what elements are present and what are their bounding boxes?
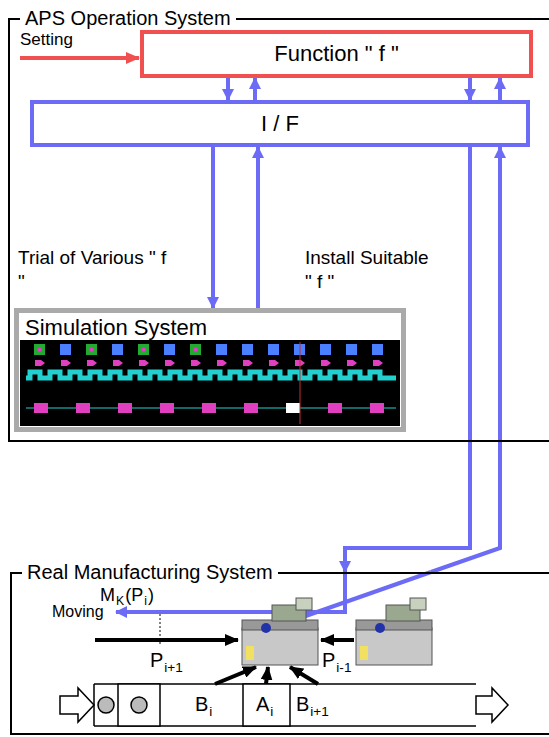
sim-marker: [373, 360, 383, 366]
sim-part: [160, 403, 174, 413]
subscript: i: [144, 594, 147, 608]
sim-marker: [113, 360, 123, 366]
setting-arrow: [20, 56, 139, 60]
sim-square: [138, 344, 149, 355]
force-arrow: [290, 667, 318, 684]
connector: [211, 147, 215, 308]
force-arrow: [266, 667, 268, 684]
connector: [226, 78, 230, 100]
sim-part: [118, 403, 132, 413]
panel-heading: APS Operation System: [20, 6, 236, 30]
sim-marker: [35, 360, 45, 366]
label-text: B: [195, 693, 208, 715]
subscript: i+1: [164, 660, 183, 675]
sim-marker: [217, 360, 227, 366]
label-text: M: [100, 585, 115, 605]
sim-square: [372, 344, 383, 355]
label-text: P: [322, 649, 335, 671]
sim-square: [164, 344, 175, 355]
sim-square: [346, 344, 357, 355]
panel-heading: Real Manufacturing System: [22, 560, 278, 584]
sim-band: [26, 372, 396, 378]
subscript: i: [270, 704, 273, 719]
sim-part: [244, 403, 258, 413]
box-label: Function " f ": [274, 41, 398, 67]
subscript: i-1: [336, 660, 351, 675]
force-arrow: [321, 638, 354, 642]
sim-part: [370, 403, 384, 413]
sim-part: [328, 403, 342, 413]
sim-square: [34, 344, 45, 355]
buffer-label: Bi+1: [296, 692, 330, 720]
box-heading: Simulation System: [25, 315, 207, 341]
robot: [242, 598, 318, 665]
connector: [431, 147, 500, 572]
label-text: A: [256, 693, 269, 715]
sim-square: [320, 344, 331, 355]
input-label: Setting: [20, 30, 73, 50]
connector: [256, 147, 260, 308]
sim-marker: [87, 360, 97, 366]
sim-part: [34, 403, 48, 413]
edge-label: Install Suitable " f ": [305, 246, 439, 294]
sim-dot: [90, 348, 94, 352]
sim-square: [60, 344, 71, 355]
interface-box: I / F: [30, 100, 530, 147]
force-arrow: [215, 667, 256, 684]
force-arrow: [95, 638, 238, 642]
sim-dot: [38, 348, 42, 352]
label-text: (P: [125, 585, 143, 605]
sim-part: [76, 403, 90, 413]
movement-label: MK(Pi): [100, 585, 154, 609]
movement-label: Moving: [52, 602, 104, 621]
sim-marker: [243, 360, 253, 366]
position-label: Pi+1: [150, 648, 184, 676]
sim-square: [112, 344, 123, 355]
sim-square: [216, 344, 227, 355]
sim-marker: [165, 360, 175, 366]
label-text: B: [296, 693, 309, 715]
sim-marker: [191, 360, 201, 366]
box-label: I / F: [261, 111, 299, 137]
simulation-screen: [20, 340, 400, 426]
sim-dot: [142, 348, 146, 352]
sim-square: [268, 344, 279, 355]
sim-divider: [300, 342, 301, 424]
label-text: Setting: [20, 30, 73, 49]
function-box: Function " f ": [140, 30, 533, 78]
connector: [498, 78, 502, 100]
station-label: Ai: [256, 692, 274, 720]
subscript: K: [116, 594, 124, 608]
connector: [345, 147, 470, 572]
position-label: Pi-1: [322, 648, 352, 676]
label-text: P: [150, 649, 163, 671]
connector: [468, 78, 472, 100]
sim-marker: [61, 360, 71, 366]
conveyor: [60, 684, 508, 726]
sim-square: [86, 344, 97, 355]
subscript: i: [209, 704, 212, 719]
sim-marker: [269, 360, 279, 366]
sim-part: [202, 403, 216, 413]
system-panel: Real Manufacturing System: [10, 572, 549, 735]
sim-marker: [321, 360, 331, 366]
robot: [356, 598, 432, 665]
label-text: ): [148, 585, 154, 605]
edge-label: Trial of Various " f ": [18, 246, 168, 294]
simulation-box: Simulation System: [14, 308, 406, 432]
subscript: i+1: [310, 704, 329, 719]
label-text: Moving: [52, 603, 104, 620]
sim-square: [242, 344, 253, 355]
connector: [253, 78, 257, 100]
system-panel: APS Operation SystemFunction " f "I / FS…: [8, 18, 549, 442]
sim-square: [190, 344, 201, 355]
simulation-art: [26, 342, 396, 424]
buffer-label: Bi: [195, 692, 213, 720]
sim-marker: [347, 360, 357, 366]
sim-dot: [194, 348, 198, 352]
sim-part: [286, 403, 300, 413]
sim-marker: [139, 360, 149, 366]
